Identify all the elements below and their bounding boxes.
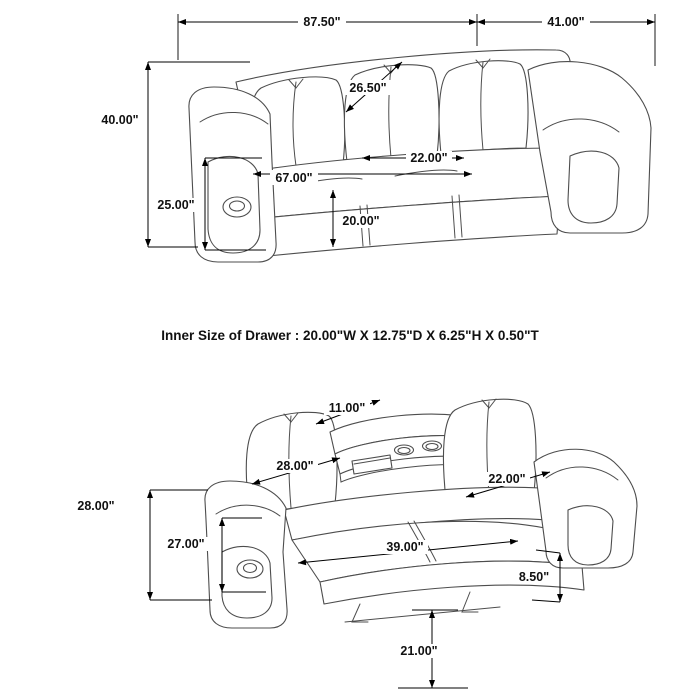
dim-label-back-cushion-width: 26.50" — [349, 81, 386, 95]
dim-label-overall-height: 40.00" — [101, 113, 138, 127]
dim-label-arm-height: 25.00" — [157, 198, 194, 212]
dim-label-overall-width: 87.50" — [303, 15, 340, 29]
dim-label-inner-seat-width: 67.00" — [275, 171, 312, 185]
dim-label-footrest-thickness: 8.50" — [519, 570, 549, 584]
dim-label-left-seat-width: 28.00" — [276, 459, 313, 473]
drop-down-table — [329, 413, 479, 483]
recliner-handle — [236, 559, 264, 579]
dim-label-arm-height: 27.00" — [167, 537, 204, 551]
dim-label-reclined-back-height: 28.00" — [77, 499, 114, 513]
sofa-reclined-illustration — [204, 398, 638, 629]
dim-label-depth-clearance: 41.00" — [547, 15, 584, 29]
dim-label-footrest-floor-clearance: 21.00" — [400, 644, 437, 658]
dim-label-right-seat-width: 22.00" — [488, 472, 525, 486]
dimensions-bottom-view: 11.00" 28.00" 22.00" 28.00" 27.00" 39.00… — [77, 399, 563, 689]
drawer-size-note: Inner Size of Drawer : 20.00"W X 12.75"D… — [161, 328, 539, 343]
dim-label-seat-cushion-width: 22.00" — [410, 151, 447, 165]
dim-label-table-width: 11.00" — [329, 401, 366, 415]
sofa-closed-illustration — [188, 49, 652, 263]
dim-label-footrest-length: 39.00" — [386, 540, 423, 554]
dim-label-seat-depth: 20.00" — [342, 214, 379, 228]
dimensions-top-view: 87.50" 41.00" 40.00" 25.00" 26.50" 22.00… — [101, 14, 656, 251]
recliner-handle — [222, 196, 252, 218]
